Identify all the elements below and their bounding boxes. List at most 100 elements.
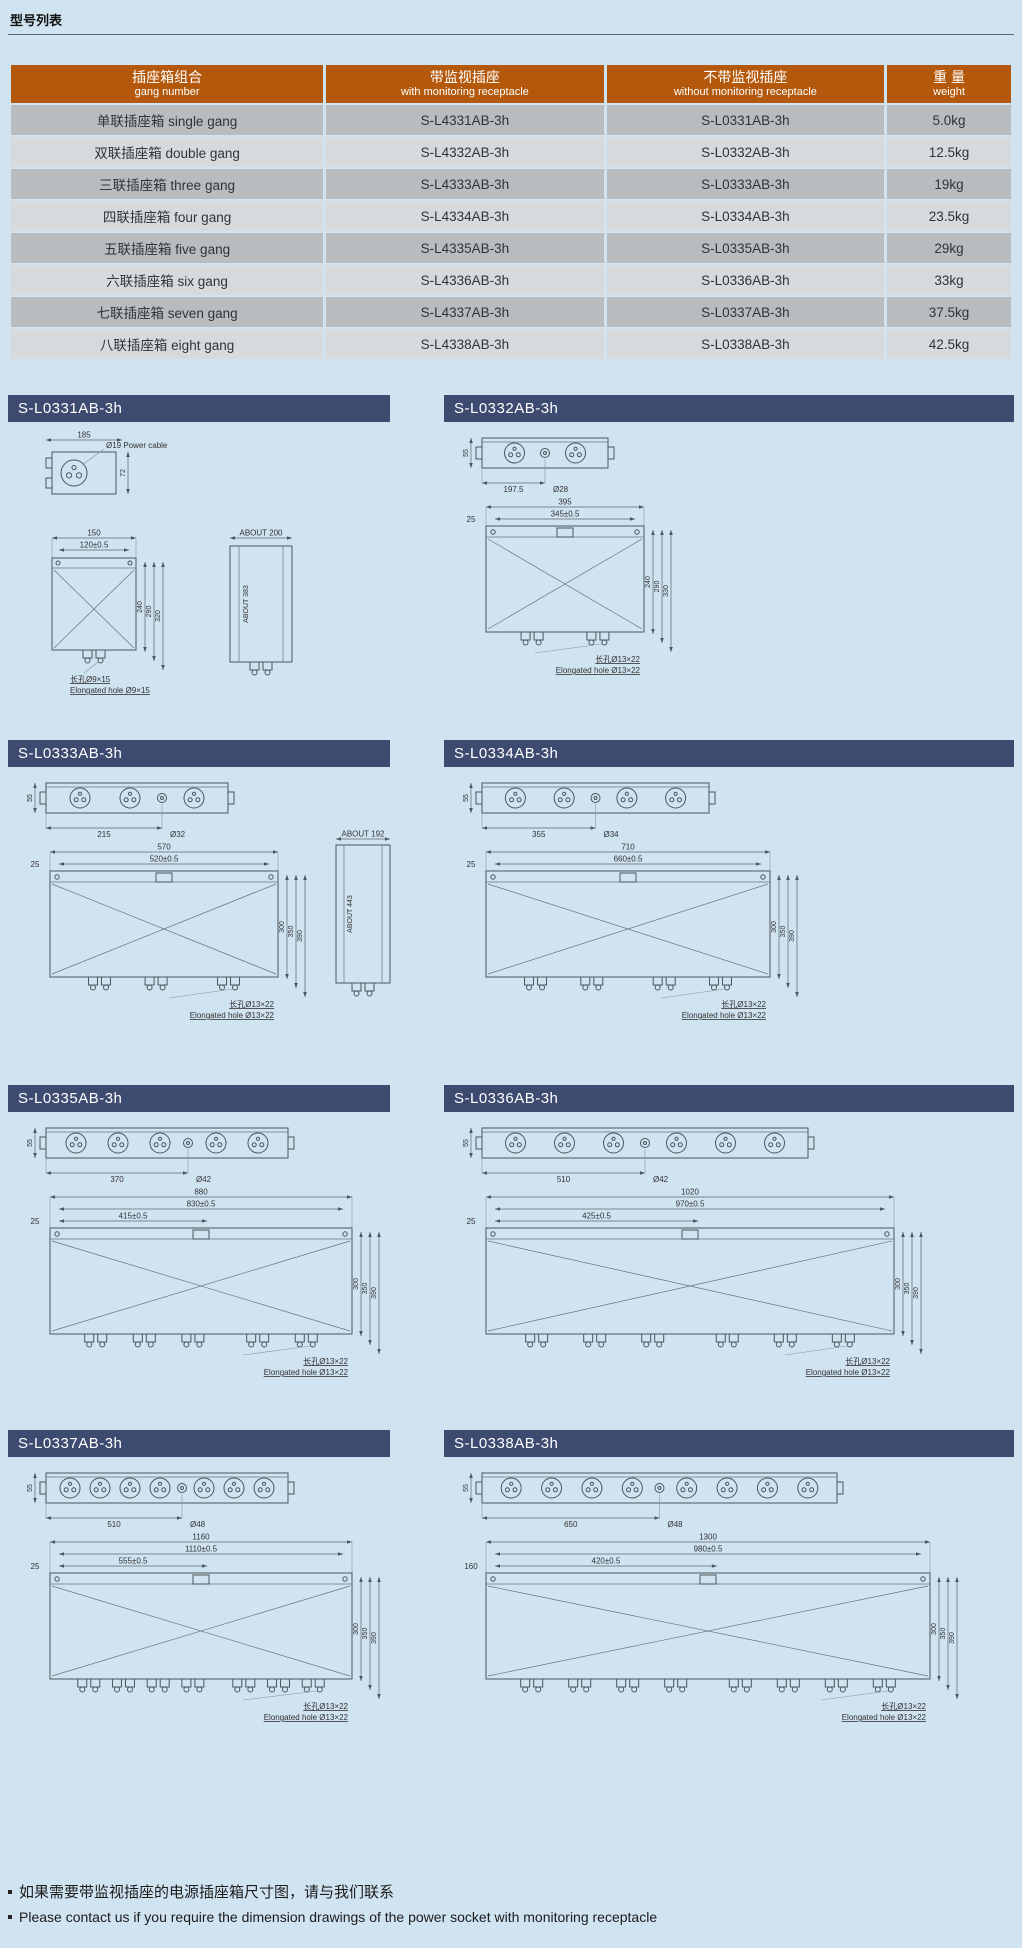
footer-note-zh-text: 如果需要带监视插座的电源插座箱尺寸图，请与我们联系 [19,1884,395,1901]
svg-text:长孔Ø13×22: 长孔Ø13×22 [303,1356,348,1366]
page-title: 型号列表 [8,8,1014,35]
svg-text:350: 350 [780,926,787,938]
table-cell: 七联插座箱 seven gang [11,297,324,327]
svg-text:长孔Ø13×22: 长孔Ø13×22 [721,999,766,1009]
svg-text:215: 215 [97,830,111,839]
footer-note-en-text: Please contact us if you require the dim… [19,1909,658,1925]
svg-text:72: 72 [120,469,127,477]
table-cell: 5.0kg [887,105,1011,135]
svg-text:55: 55 [27,1139,34,1147]
svg-text:Ø48: Ø48 [190,1520,206,1529]
svg-text:830±0.5: 830±0.5 [187,1200,216,1209]
svg-text:355: 355 [532,830,546,839]
panel-title: S-L0335AB-3h [8,1085,390,1112]
table-cell: S-L0334AB-3h [606,201,885,231]
svg-text:710: 710 [621,843,635,852]
svg-text:Elongated hole Ø13×22: Elongated hole Ø13×22 [190,1011,275,1020]
svg-text:长孔Ø13×22: 长孔Ø13×22 [881,1701,926,1711]
svg-text:25: 25 [31,1562,40,1571]
svg-text:长孔Ø13×22: 长孔Ø13×22 [845,1356,890,1366]
svg-text:350: 350 [940,1628,947,1640]
svg-text:290: 290 [146,606,153,618]
svg-text:长孔Ø13×22: 长孔Ø13×22 [229,999,274,1009]
svg-text:1110±0.5: 1110±0.5 [185,1545,218,1554]
svg-text:300: 300 [353,1278,360,1290]
panel-title: S-L0337AB-3h [8,1430,390,1457]
svg-text:300: 300 [771,921,778,933]
svg-text:510: 510 [107,1520,121,1529]
svg-text:300: 300 [353,1623,360,1635]
svg-text:25: 25 [31,1217,40,1226]
svg-text:Ø32: Ø32 [170,830,186,839]
table-cell: 33kg [887,265,1011,295]
footer-note-zh: 如果需要带监视插座的电源插座箱尺寸图，请与我们联系 [8,1881,1014,1902]
panel-title: S-L0333AB-3h [8,740,390,767]
table-cell: 三联插座箱 three gang [11,169,324,199]
svg-text:420±0.5: 420±0.5 [592,1557,621,1566]
svg-text:197.5: 197.5 [503,485,524,494]
bullet-icon [8,1890,12,1894]
panel-title: S-L0332AB-3h [444,395,1014,422]
table-cell: S-L0335AB-3h [606,233,885,263]
svg-text:长孔Ø13×22: 长孔Ø13×22 [303,1701,348,1711]
svg-text:425±0.5: 425±0.5 [582,1212,611,1221]
svg-text:390: 390 [371,1632,378,1644]
svg-text:390: 390 [913,1287,920,1299]
svg-text:160: 160 [464,1562,478,1571]
table-cell: 19kg [887,169,1011,199]
table-cell: S-L4331AB-3h [326,105,604,135]
svg-text:320: 320 [155,610,162,622]
svg-text:25: 25 [467,860,476,869]
svg-text:390: 390 [297,930,304,942]
svg-text:Ø19 Power cable: Ø19 Power cable [106,441,168,450]
table-cell: 单联插座箱 single gang [11,105,324,135]
svg-text:55: 55 [463,449,470,457]
svg-text:120±0.5: 120±0.5 [80,541,109,550]
svg-text:Ø28: Ø28 [553,485,569,494]
svg-text:长孔Ø13×22: 长孔Ø13×22 [595,654,640,664]
panel-title: S-L0334AB-3h [444,740,1014,767]
table-cell: 29kg [887,233,1011,263]
table-cell: S-L4332AB-3h [326,137,604,167]
svg-text:240: 240 [137,601,144,613]
table-cell: 六联插座箱 six gang [11,265,324,295]
svg-text:390: 390 [371,1287,378,1299]
table-cell: 37.5kg [887,297,1011,327]
svg-text:1160: 1160 [192,1533,210,1542]
svg-text:长孔Ø9×15: 长孔Ø9×15 [70,674,111,684]
table-cell: S-L0331AB-3h [606,105,885,135]
svg-text:25: 25 [31,860,40,869]
table-cell: 八联插座箱 eight gang [11,329,324,359]
svg-text:980±0.5: 980±0.5 [694,1545,723,1554]
table-cell: 42.5kg [887,329,1011,359]
svg-text:300: 300 [279,921,286,933]
svg-text:Elongated hole Ø13×22: Elongated hole Ø13×22 [682,1011,767,1020]
svg-text:Elongated hole Ø13×22: Elongated hole Ø13×22 [842,1713,927,1722]
svg-text:Elongated hole Ø13×22: Elongated hole Ø13×22 [264,1713,349,1722]
svg-text:55: 55 [27,1484,34,1492]
svg-text:660±0.5: 660±0.5 [614,855,643,864]
svg-text:1020: 1020 [681,1188,699,1197]
svg-text:970±0.5: 970±0.5 [676,1200,705,1209]
svg-text:555±0.5: 555±0.5 [119,1557,148,1566]
table-cell: S-L0337AB-3h [606,297,885,327]
svg-text:Ø34: Ø34 [604,830,620,839]
svg-text:55: 55 [27,794,34,802]
